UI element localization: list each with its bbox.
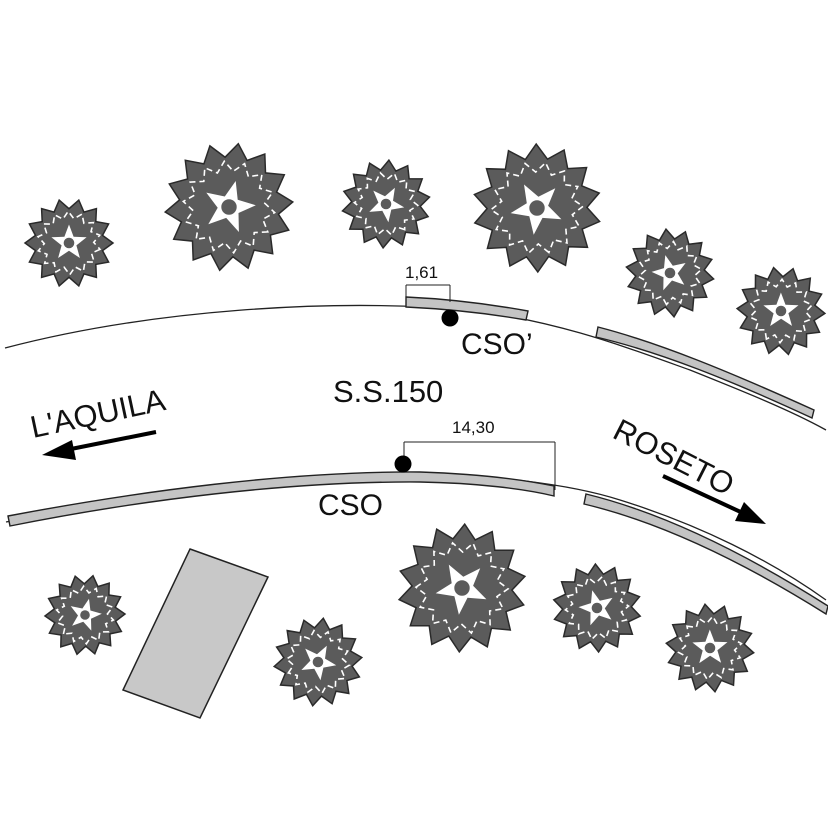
tree-icon: [473, 142, 601, 274]
dimension-upper-value: 1,61: [405, 263, 438, 282]
station-label-upper: CSO’: [461, 328, 533, 361]
sidewalk-south-2: [583, 493, 828, 616]
arrow-right-icon: [662, 474, 766, 524]
arrow-left-icon: [42, 430, 157, 460]
dimension-lower: 14,30: [403, 418, 556, 490]
dimension-upper: 1,61: [405, 263, 451, 302]
tree-icon: [397, 522, 527, 654]
station-marker-lower: [394, 455, 412, 473]
sidewalk-north-1: [405, 296, 529, 321]
building-icon: [121, 548, 270, 719]
tree-icon: [163, 142, 295, 272]
tree-icon: [23, 198, 115, 288]
tree-icon: [341, 158, 431, 250]
tree-icon: [735, 266, 827, 356]
sidewalk-south-1: [7, 471, 555, 527]
sidewalk-north-2: [595, 326, 815, 419]
direction-right-label: ROSETO: [608, 412, 740, 502]
station-label-lower: CSO: [318, 489, 383, 522]
tree-icon: [552, 562, 642, 654]
tree-icon: [43, 574, 127, 656]
trees-group: [23, 142, 827, 707]
tree-icon: [625, 227, 715, 319]
tree-icon: [665, 603, 755, 693]
dimension-lower-value: 14,30: [452, 418, 495, 437]
tree-icon: [272, 617, 364, 707]
station-marker-upper: [441, 309, 459, 327]
road-name: S.S.150: [333, 374, 443, 409]
direction-left: L'AQUILA: [27, 382, 169, 460]
